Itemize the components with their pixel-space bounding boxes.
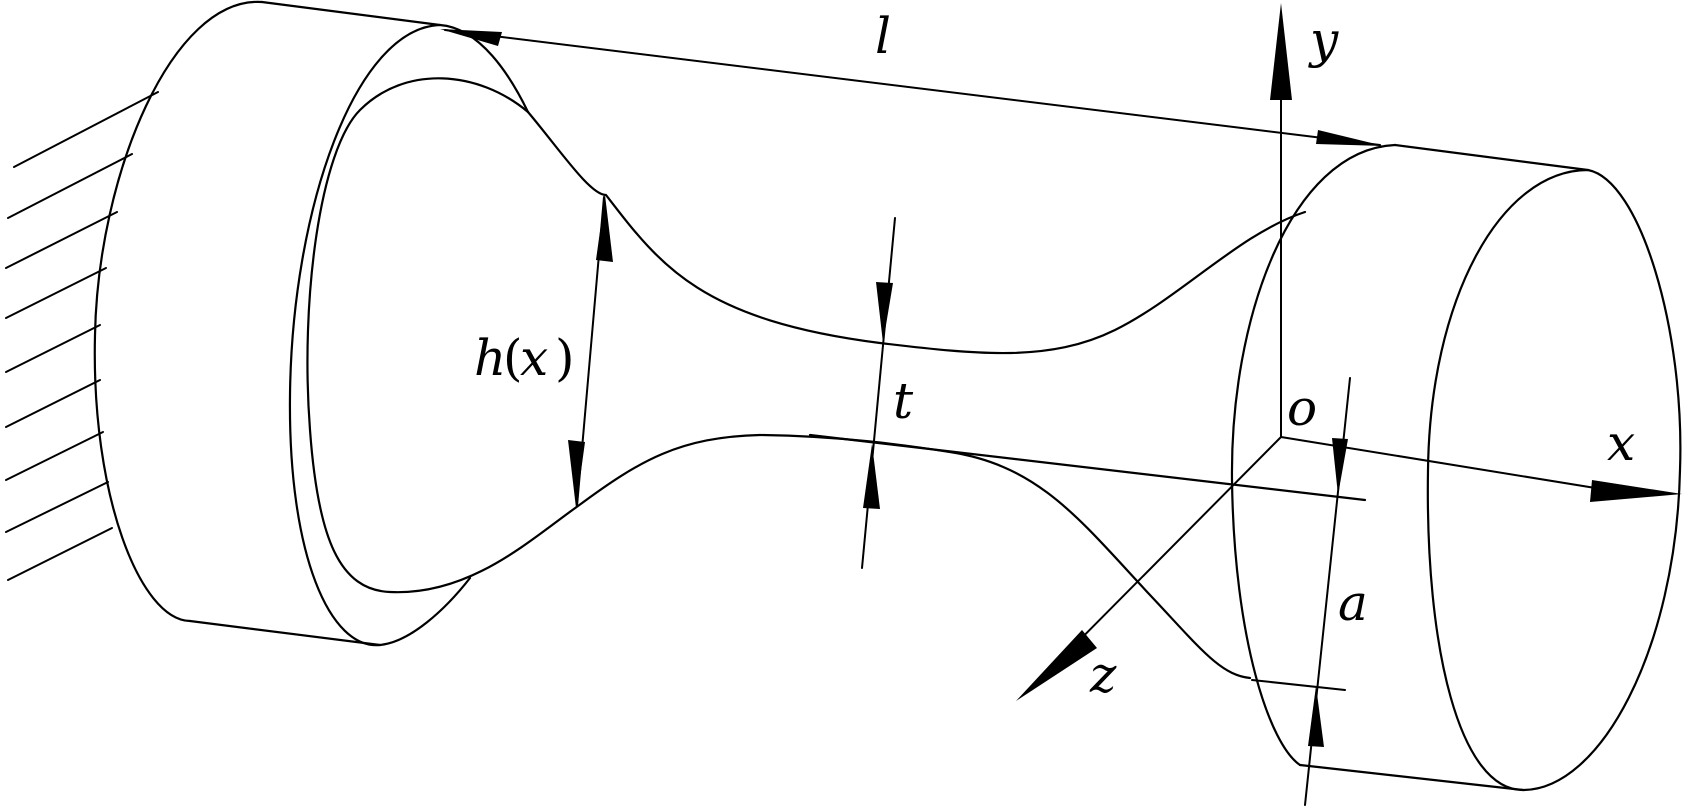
hinge-profile: [306, 77, 1367, 680]
dimension-t: [861, 217, 896, 569]
left-cylinder-top-edge: [260, 0, 442, 27]
label-h-open-paren: (: [503, 329, 523, 387]
coordinate-axes: [1016, 3, 1682, 701]
right-cylinder: [1230, 143, 1682, 792]
diagram-labels: l h ( x ) t y x z o a: [474, 7, 1635, 704]
label-origin: o: [1287, 379, 1317, 437]
left-cylinder: [93, 0, 530, 647]
label-h-close-paren: ): [555, 329, 575, 387]
label-h: h: [474, 329, 506, 387]
dimension-h: [568, 195, 613, 508]
dimension-a: [1251, 377, 1351, 806]
right-cylinder-top-edge: [1393, 143, 1590, 172]
z-axis-arrowhead: [1016, 630, 1097, 701]
right-cylinder-front-face: [1426, 168, 1682, 792]
label-l: l: [875, 7, 891, 65]
left-cylinder-back-edge: [93, 0, 264, 623]
label-z: z: [1089, 646, 1117, 704]
fixed-support-hatching: [5, 91, 159, 581]
label-x: x: [1607, 414, 1635, 472]
dimension-l: [440, 29, 1384, 146]
label-h-arg: x: [520, 329, 548, 387]
top-notch-curve: [526, 110, 1307, 355]
label-a: a: [1338, 574, 1368, 632]
x-axis-arrowhead: [1590, 480, 1682, 502]
upper-notch-curve: [306, 77, 1252, 680]
left-cylinder-front-rim-top: [438, 23, 530, 114]
label-y: y: [1308, 11, 1339, 69]
origin-reference-line: [808, 433, 1367, 502]
left-cylinder-front-face: [288, 23, 472, 647]
right-cylinder-bottom-edge: [1298, 763, 1525, 792]
y-axis-arrowhead: [1270, 3, 1292, 100]
left-cylinder-bottom-edge: [188, 619, 382, 647]
x-axis: [1280, 436, 1621, 493]
right-cylinder-back-face: [1230, 143, 1397, 767]
label-t: t: [893, 372, 914, 430]
